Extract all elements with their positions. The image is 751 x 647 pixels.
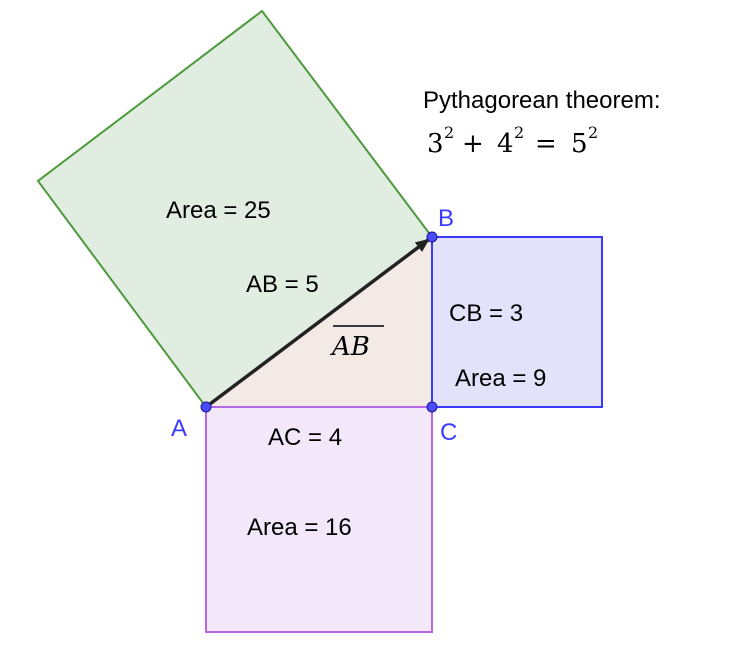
point-c[interactable] (426, 401, 438, 413)
point-a-label: A (171, 415, 187, 442)
equation-exp-b: 2 (514, 123, 524, 142)
point-b-label: B (438, 205, 454, 232)
area-cb-square-label: Area = 9 (455, 365, 546, 392)
theorem-equation: 3 2 + 4 2 = 5 2 (427, 123, 598, 159)
area-ac-square-label: Area = 16 (247, 514, 352, 541)
point-a[interactable] (200, 401, 212, 413)
segment-ab-label: AB (330, 332, 370, 362)
theorem-title: Pythagorean theorem: (423, 87, 660, 114)
square-on-ac (205, 406, 433, 633)
equation-plus: + (462, 129, 484, 159)
length-cb-label: CB = 3 (449, 300, 523, 327)
equation-exp-c: 2 (588, 123, 598, 142)
point-c-label: C (440, 419, 457, 446)
equation-exp-a: 2 (444, 123, 454, 142)
square-on-cb (431, 236, 603, 408)
vector-ab (204, 238, 430, 409)
equation-term-c: 5 (571, 129, 588, 159)
equation-equals: = (535, 129, 557, 159)
area-ab-square-label: Area = 25 (166, 197, 271, 224)
length-ac-label: AC = 4 (268, 424, 342, 451)
equation-term-a: 3 (427, 129, 444, 159)
point-b[interactable] (426, 231, 438, 243)
equation-term-b: 4 (497, 129, 514, 159)
length-ab-label: AB = 5 (246, 271, 319, 298)
